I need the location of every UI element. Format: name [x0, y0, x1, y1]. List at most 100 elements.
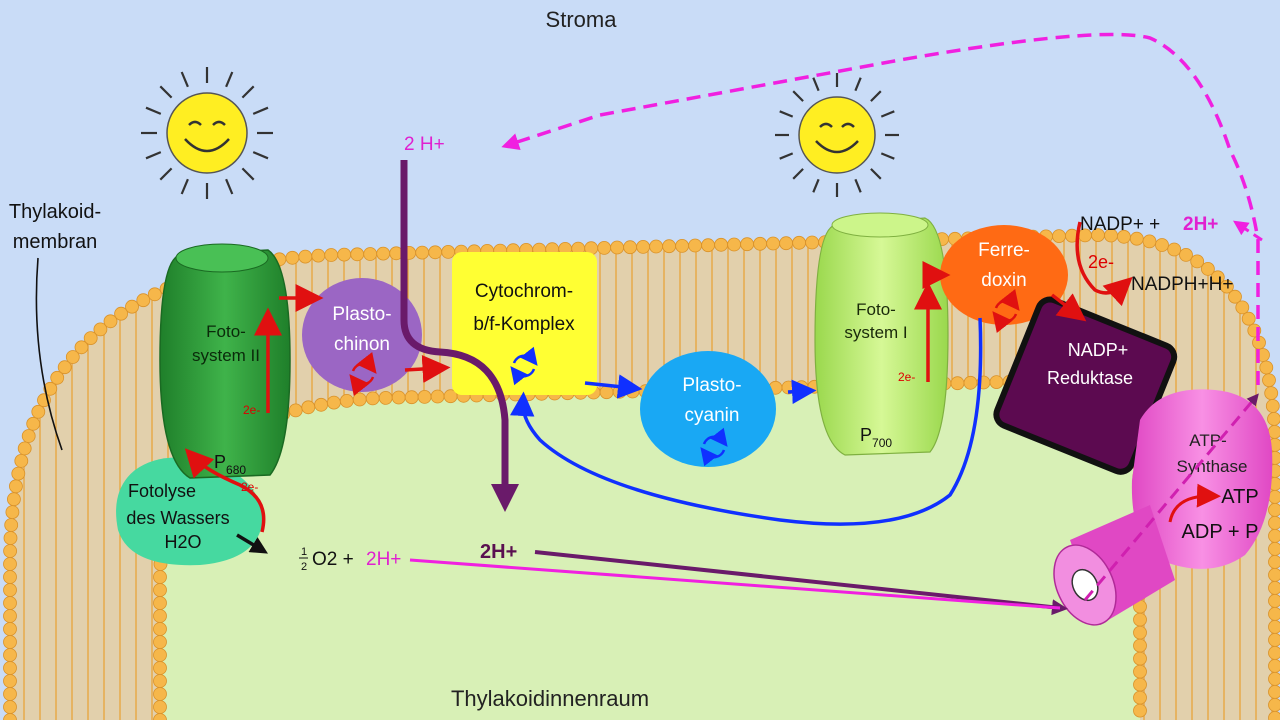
lipid-head [350, 247, 365, 262]
sun-ray [225, 71, 234, 88]
lipid-head [153, 700, 167, 714]
lipid-head [1268, 568, 1280, 582]
lipid-head [26, 416, 41, 431]
plastocyanin-label-line1: Plasto- [682, 375, 741, 396]
lipid-head [714, 237, 728, 252]
electron-flow-arrows [184, 221, 1133, 533]
lipid-head [688, 238, 702, 253]
lipid-head [1259, 360, 1274, 375]
proton-return-arrow [501, 32, 1260, 385]
lipid-head [365, 391, 380, 406]
sun-ray [241, 85, 255, 99]
lipid-head [1268, 581, 1280, 595]
lipid-head [1268, 529, 1280, 543]
lipid-head [1133, 664, 1147, 679]
lipid-head [3, 635, 17, 649]
lipid-head [1155, 238, 1169, 252]
cytochrom-label-line1: Cytochrom- [475, 281, 573, 302]
membrane-label-line2: membran [13, 231, 97, 253]
lipid-head [441, 244, 456, 259]
electrons-label-ps1: 2e- [898, 370, 915, 384]
lipid-head [339, 393, 354, 408]
sun-ray [779, 152, 794, 160]
lipid-head [288, 403, 303, 418]
lipid-head [153, 609, 167, 623]
lipid-head [153, 648, 167, 662]
sun-icon [141, 67, 273, 199]
sun-ray [159, 167, 173, 181]
ferredoxin [940, 225, 1068, 325]
lipid-head [3, 687, 17, 701]
lipid-head [3, 544, 18, 558]
sun-ray [870, 168, 882, 180]
lipid-head [1268, 711, 1280, 720]
ps1-pigment: P700 [860, 425, 892, 450]
lipid-head [57, 360, 72, 375]
lipid-head [701, 238, 715, 253]
lipid-head [363, 247, 378, 261]
lipid-head [1235, 300, 1250, 315]
lipid-head [792, 235, 806, 250]
membrane-pointer-line [35, 257, 63, 451]
atp-formation-arrow [1168, 483, 1221, 523]
lipid-head [324, 248, 339, 262]
sun-ray [880, 152, 895, 160]
lipid-head [14, 453, 29, 468]
lipid-head [1201, 261, 1215, 276]
lipid-head [1267, 412, 1280, 426]
lipid-head [430, 389, 445, 404]
lipid-head [3, 596, 17, 610]
sun-ray [812, 77, 820, 92]
lipid-head [766, 236, 780, 251]
electrons-label-ps2: 2e- [243, 403, 260, 417]
lipid-head [153, 583, 167, 597]
lipid-head [1052, 229, 1066, 244]
lipid-head [337, 247, 352, 262]
lumen-label: Thylakoidinnenraum [451, 686, 649, 711]
proton-label-water: 2H+ [366, 549, 401, 570]
plastocyanin [640, 351, 776, 467]
plastochinon-label-line1: Plasto- [332, 304, 391, 325]
plastocyanin-label-line2: cyanin [685, 405, 740, 426]
sun-ray [792, 168, 804, 180]
h2o-label: H2O [164, 532, 201, 552]
lipid-head [675, 238, 689, 253]
sun-ray [880, 110, 895, 118]
lipid-head [1268, 698, 1280, 712]
lipid-head [376, 246, 391, 261]
cycle-icon [510, 346, 538, 386]
lipid-head [610, 240, 624, 255]
lipid-head [153, 622, 167, 636]
lipid-head [1133, 651, 1147, 666]
lipid-head [1268, 594, 1280, 608]
lipid-head [1264, 386, 1279, 401]
lipid-head [1268, 633, 1280, 647]
lipid-head [153, 661, 167, 675]
proton-arrow-to-atp [534, 550, 1068, 616]
lipid-head [311, 248, 326, 263]
sun-icon [775, 73, 899, 197]
lipid-head [1268, 516, 1280, 530]
lipid-head [1210, 270, 1225, 285]
lipid-head [93, 322, 108, 337]
lipid-head [597, 240, 612, 255]
ps2-pigment: P680 [214, 452, 246, 477]
lipid-head [950, 376, 965, 391]
lipid-head [3, 583, 17, 597]
lipid-head [43, 381, 58, 396]
lipid-head [147, 287, 162, 302]
nadph-label: NADPH+H+ [1131, 274, 1233, 295]
lipid-head [153, 570, 167, 584]
lipid-head [83, 331, 98, 346]
lipid-head [3, 531, 18, 545]
nadp-label: NADP+ + [1080, 214, 1160, 235]
lipid-head [740, 237, 754, 252]
lipid-head [1179, 247, 1193, 262]
lipid-head [3, 622, 17, 636]
lipid-head [153, 674, 167, 688]
sun-ray [180, 178, 189, 195]
sun-ray [252, 106, 269, 115]
sun-ray [180, 71, 189, 88]
